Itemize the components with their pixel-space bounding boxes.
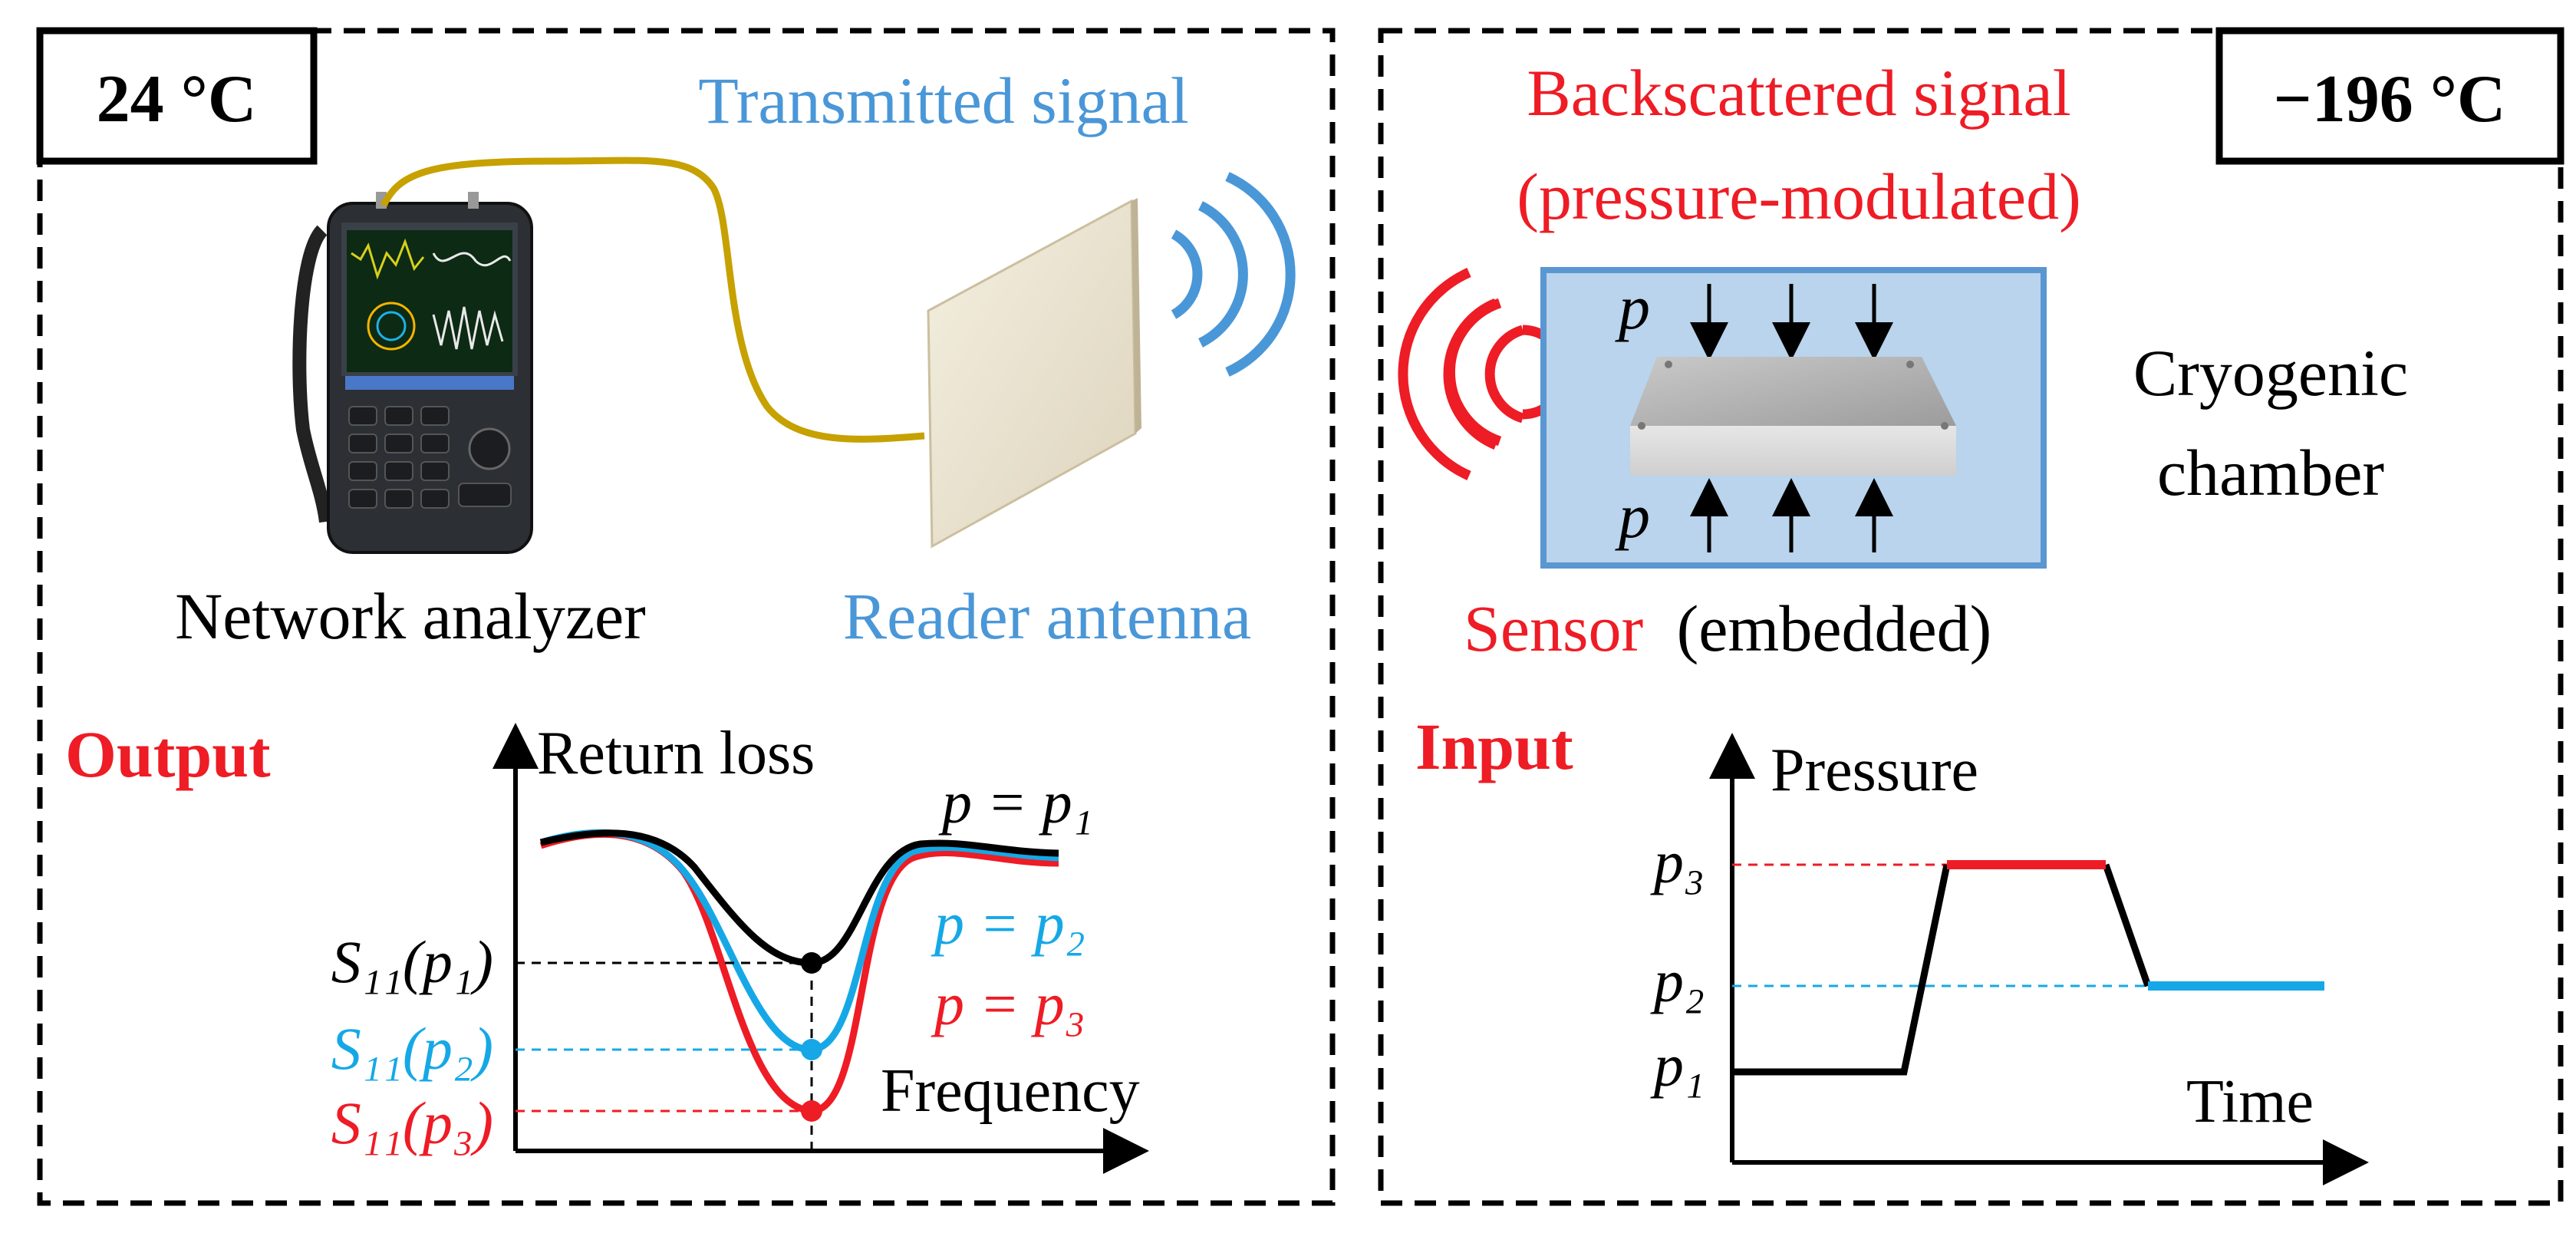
pressure-symbol-top: p <box>1615 272 1650 342</box>
minimum-marker-p3 <box>801 1100 822 1122</box>
pressure-symbol-bottom: p <box>1615 481 1650 551</box>
left-temp-box: 24 °C <box>36 27 318 165</box>
sensor-block-image <box>1630 357 1956 476</box>
s11-p2-label: S₁₁(p₂) <box>331 1015 493 1082</box>
curve-label-p1: p = p₁ <box>938 769 1093 836</box>
sensor-label: Sensor (embedded) <box>1464 592 1991 665</box>
return-loss-plot: Return loss Frequency p = p₁ p = p₂ p = … <box>331 720 1149 1174</box>
pressure-time-plot: Pressure Time p₃ p₂ p₁ <box>1650 733 2369 1185</box>
backscattered-signal-label: Backscattered signal <box>1527 56 2070 130</box>
left-panel-border <box>37 28 1336 1206</box>
pressure-modulated-label: (pressure-modulated) <box>1517 160 2081 233</box>
curve-label-p3: p = p₃ <box>931 971 1085 1037</box>
transmitted-wave-icon <box>1171 172 1296 377</box>
reader-antenna-label: Reader antenna <box>843 579 1251 653</box>
curve-label-p2: p = p₂ <box>931 890 1085 957</box>
pressure-trace-black <box>1732 863 2152 1076</box>
pressure-arrows-bottom <box>1690 478 1893 552</box>
transmitted-signal-label: Transmitted signal <box>698 64 1188 137</box>
time-axis-label: Time <box>2186 1068 2314 1136</box>
frequency-axis-label: Frequency <box>881 1057 1140 1125</box>
sensor-word: Sensor <box>1464 592 1643 665</box>
right-temp-box: −196 °C <box>2215 27 2564 165</box>
output-label: Output <box>65 717 271 791</box>
minimum-marker-p2 <box>801 1039 822 1060</box>
return-loss-axis-label: Return loss <box>537 720 815 787</box>
coax-cable <box>380 157 925 443</box>
pressure-tick-p1: p₁ <box>1650 1032 1705 1099</box>
s11-p1-label: S₁₁(p₁) <box>331 928 493 995</box>
minimum-marker-p1 <box>801 952 822 974</box>
network-analyzer-label: Network analyzer <box>175 579 646 653</box>
input-label: Input <box>1415 710 1573 783</box>
reader-antenna-image <box>927 198 1141 549</box>
left-temp-label: 24 °C <box>97 62 257 137</box>
cryogenic-label: Cryogenic <box>2133 336 2408 410</box>
right-panel-border <box>1378 28 2564 1206</box>
embedded-word: (embedded) <box>1677 592 1992 665</box>
chamber-label: chamber <box>2157 436 2384 509</box>
s11-p3-label: S₁₁(p₃) <box>331 1090 493 1156</box>
backscatter-wave-icon-inner <box>1398 268 1525 480</box>
network-analyzer-image <box>292 192 533 554</box>
pressure-arrows-top <box>1690 284 1893 361</box>
right-temp-label: −196 °C <box>2274 62 2506 137</box>
pressure-tick-p2: p₂ <box>1650 948 1705 1014</box>
pressure-axis-label: Pressure <box>1771 737 1978 804</box>
pressure-tick-p3: p₃ <box>1650 829 1705 895</box>
